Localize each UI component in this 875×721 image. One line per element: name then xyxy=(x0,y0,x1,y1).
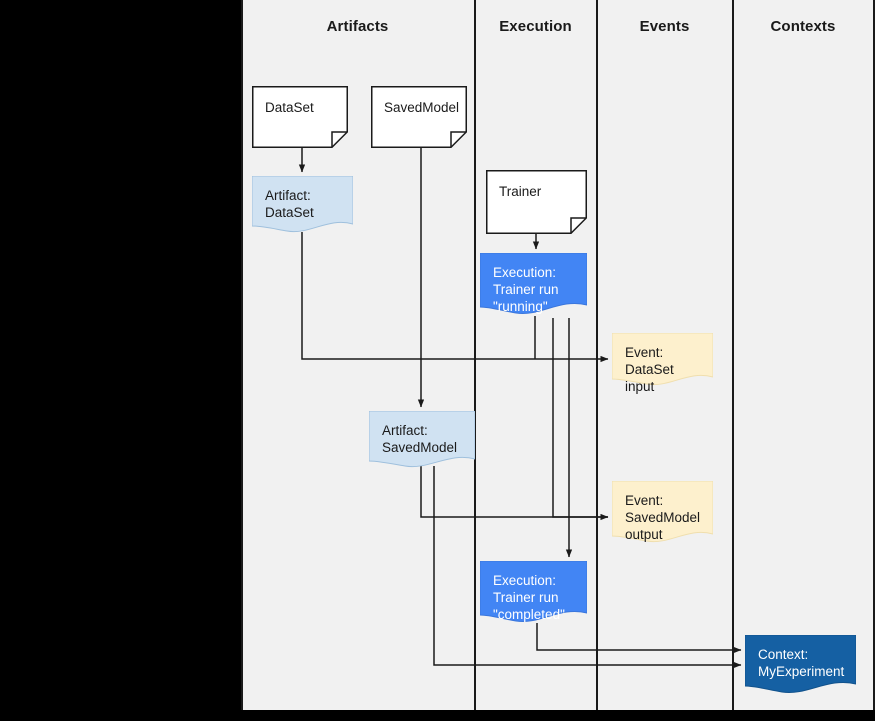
node-artifact-savedmodel-label: Artifact: SavedModel xyxy=(382,423,458,455)
node-artifact-dataset-label: Artifact: DataSet xyxy=(265,188,314,220)
lane-divider-execution xyxy=(596,0,598,710)
node-savedmodel-document[interactable]: SavedModel xyxy=(371,86,467,148)
document-shape-icon xyxy=(371,86,467,148)
lane-title-artifacts: Artifacts xyxy=(326,18,389,35)
wavy-document-shape-icon xyxy=(479,560,588,623)
node-event-savedmodel-output[interactable]: Event: SavedModel output xyxy=(611,480,714,547)
edge-artifact-savedmodel-to-event-output xyxy=(420,466,608,518)
lane-divider-left xyxy=(241,0,243,710)
wavy-document-shape-icon xyxy=(611,332,714,386)
node-artifact-dataset[interactable]: Artifact: DataSet xyxy=(251,175,354,236)
node-trainer-label: Trainer xyxy=(499,184,542,199)
swimlane-diagram: Artifacts Execution Events Contexts xyxy=(241,0,875,710)
edge-layer xyxy=(298,148,742,669)
node-dataset-document[interactable]: DataSet xyxy=(252,86,348,148)
lane-title-execution: Execution xyxy=(499,18,572,35)
wavy-document-shape-icon xyxy=(611,480,714,543)
node-dataset-label: DataSet xyxy=(265,100,314,115)
node-artifact-savedmodel[interactable]: Artifact: SavedModel xyxy=(368,410,476,471)
node-execution-completed-label: Execution: Trainer run "completed" xyxy=(493,573,565,622)
edge-artifact-savedmodel-to-context xyxy=(433,466,742,669)
wavy-document-shape-icon xyxy=(744,634,857,694)
lane-title-contexts: Contexts xyxy=(770,18,836,35)
lane-divider-events xyxy=(732,0,734,710)
lane-title-events: Events xyxy=(639,18,690,35)
document-shape-icon xyxy=(252,86,348,148)
node-savedmodel-label: SavedModel xyxy=(384,100,460,115)
node-context-myexperiment[interactable]: Context: MyExperiment xyxy=(744,634,857,697)
wavy-document-shape-icon xyxy=(368,410,476,468)
wavy-document-shape-icon xyxy=(251,175,354,233)
node-event-dataset-input-label: Event: DataSet input xyxy=(625,345,674,394)
lane-divider-right xyxy=(873,0,875,710)
edge-execution-completed-to-context xyxy=(536,623,742,654)
node-execution-completed[interactable]: Execution: Trainer run "completed" xyxy=(479,560,588,626)
node-event-dataset-input[interactable]: Event: DataSet input xyxy=(611,332,714,394)
wavy-document-shape-icon xyxy=(479,252,588,315)
node-trainer-document[interactable]: Trainer xyxy=(486,170,587,234)
edge-artifact-dataset-to-event-input xyxy=(301,232,609,363)
lane-divider-artifacts xyxy=(474,0,476,710)
edge-execution-running-to-event-output xyxy=(552,318,609,521)
document-shape-icon xyxy=(486,170,587,234)
node-context-myexperiment-label: Context: MyExperiment xyxy=(758,647,845,679)
node-event-savedmodel-output-label: Event: SavedModel output xyxy=(625,493,701,542)
node-execution-running[interactable]: Execution: Trainer run "running" xyxy=(479,252,588,318)
node-execution-running-label: Execution: Trainer run "running" xyxy=(493,265,559,314)
